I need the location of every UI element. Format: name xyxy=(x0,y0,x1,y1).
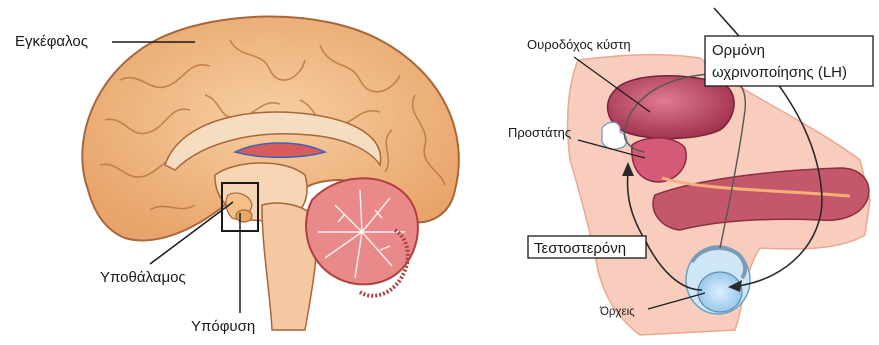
hypothalamus-label: Υποθάλαμος xyxy=(100,269,186,286)
prostate-label: Προστάτης xyxy=(508,125,571,140)
brain-label: Εγκέφαλος xyxy=(15,33,88,50)
testosterone-box-label: Τεστοστερόνη xyxy=(534,240,626,257)
cerebellum xyxy=(306,178,418,296)
lh-box-line1: Ορμόνη xyxy=(712,42,765,59)
pituitary-label: Υπόφυση xyxy=(191,318,255,335)
testis xyxy=(686,246,750,314)
lh-hormone-box: Ορμόνη ωχρινοποίησης (LH) xyxy=(705,36,873,86)
pituitary-gland xyxy=(236,210,252,222)
lh-box-line2: ωχρινοποίησης (LH) xyxy=(712,64,847,81)
testes-label: Όρχεις xyxy=(599,306,635,318)
bladder-label: Ουροδόχος κύστη xyxy=(527,37,631,52)
reproductive-illustration xyxy=(568,55,870,335)
testosterone-hormone-box: Τεστοστερόνη xyxy=(528,236,646,258)
